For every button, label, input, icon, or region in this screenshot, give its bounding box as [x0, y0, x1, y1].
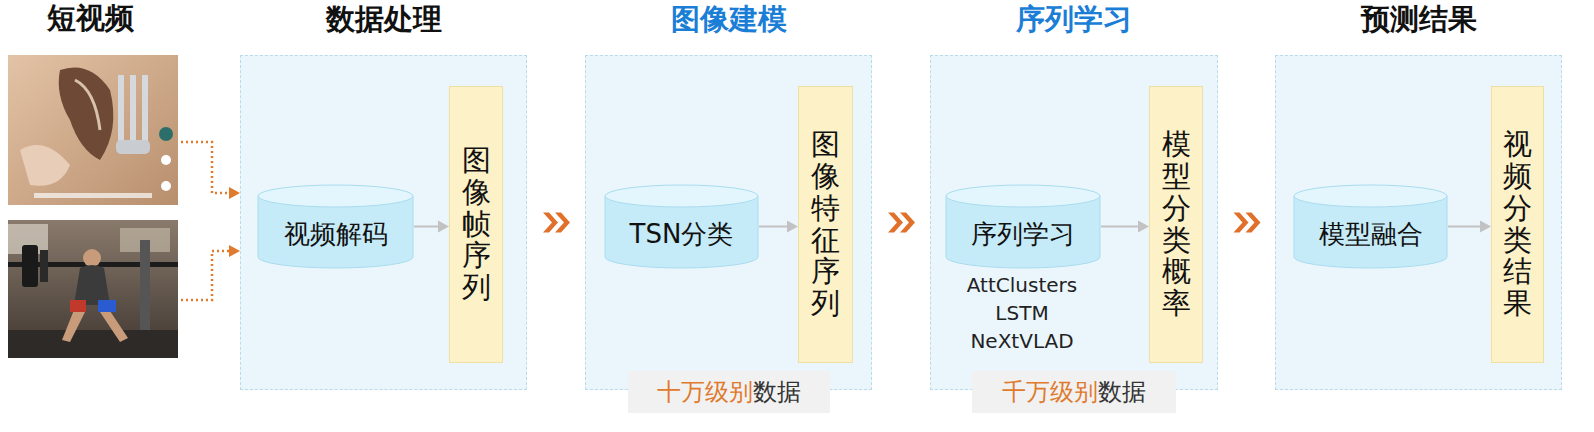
model-name: LSTM [995, 301, 1048, 325]
stage-heading: 序列学习 [931, 2, 1217, 36]
label-holder: 短视频 [10, 1, 170, 35]
output-bar: 图像帧序列 [449, 86, 503, 363]
stage-chevron [888, 213, 915, 233]
process-cylinder: 模型融合 [1293, 184, 1448, 269]
process-label: 序列学习 [971, 217, 1075, 252]
output-label: 图像帧序列 [462, 145, 491, 304]
output-label: 图像特征序列 [811, 129, 840, 320]
process-label: 视频解码 [284, 217, 388, 252]
output-bar: 视频分类结果 [1491, 86, 1544, 363]
scale-text: 数据 [1098, 376, 1146, 408]
stage-heading: 预测结果 [1276, 2, 1561, 36]
column-heading: 短视频 [47, 1, 134, 35]
process-cylinder: 视频解码 [257, 184, 414, 269]
output-bar: 模型分类概率 [1149, 86, 1203, 363]
label-holder: NeXtVLAD [922, 328, 1122, 354]
process-label: TSN分类 [630, 217, 734, 252]
output-label: 视频分类结果 [1503, 129, 1532, 320]
data-scale-tag: 千万级别数据 [972, 371, 1176, 413]
output-bar: 图像特征序列 [798, 86, 853, 363]
stage-panel: 预测结果模型融合视频分类结果 [1275, 55, 1562, 390]
feed-arrowheads [229, 187, 240, 257]
photo-gym [8, 220, 178, 358]
stage-chevron [543, 213, 570, 233]
feed-arrows [181, 142, 230, 300]
scale-highlight: 十万级别 [657, 376, 753, 408]
label-holder: AttClusters [922, 272, 1122, 298]
data-scale-tag: 十万级别数据 [628, 371, 830, 413]
model-name: NeXtVLAD [970, 329, 1073, 353]
stage-chevron [1234, 213, 1261, 233]
stage-panel: 数据处理视频解码图像帧序列 [240, 55, 527, 390]
label-holder: LSTM [922, 300, 1122, 326]
stage-heading: 数据处理 [241, 2, 526, 36]
stage-panel: 图像建模TSN分类图像特征序列 [585, 55, 872, 390]
model-name: AttClusters [967, 273, 1077, 297]
process-cylinder: TSN分类 [604, 184, 759, 269]
photo-fork [8, 55, 178, 205]
scale-text: 数据 [753, 376, 801, 408]
process-cylinder: 序列学习 [945, 184, 1101, 269]
scale-highlight: 千万级别 [1002, 376, 1098, 408]
stage-heading: 图像建模 [586, 2, 871, 36]
process-label: 模型融合 [1319, 217, 1423, 252]
output-label: 模型分类概率 [1162, 129, 1191, 320]
